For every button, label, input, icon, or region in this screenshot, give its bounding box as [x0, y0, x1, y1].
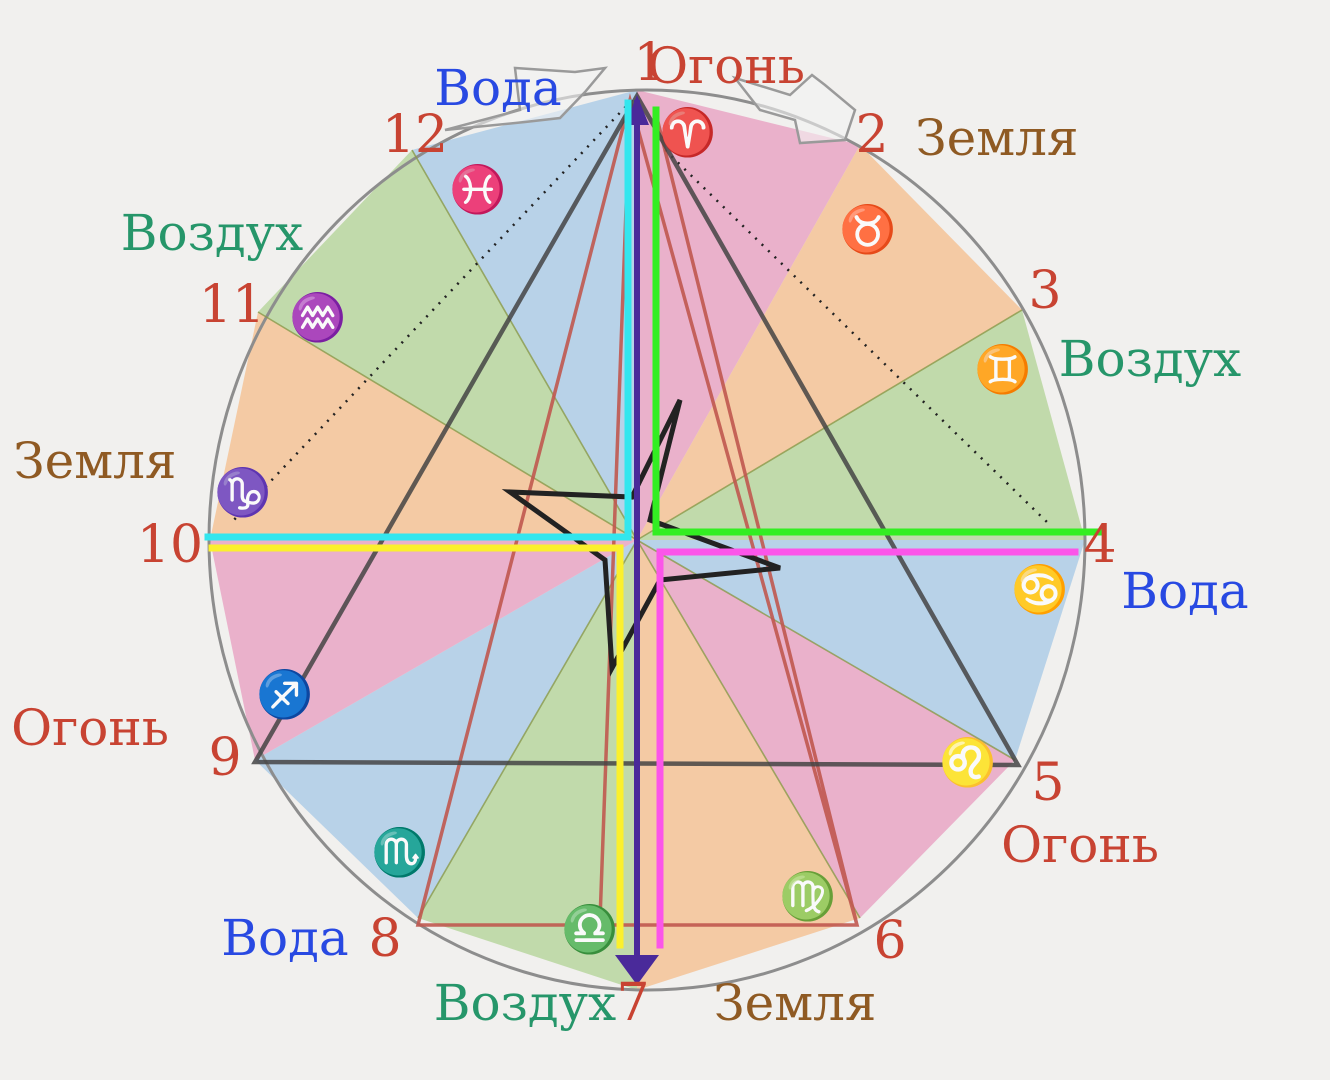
zodiac-symbols: ♈ ♉ ♊ ♋ ♌ ♍ ♎ ♏ ♐ ♑ ♒ ♓: [214, 105, 1068, 956]
magenta-line: [656, 548, 1079, 949]
element-label-6: Земля: [714, 974, 877, 1032]
zodiac-symbol-11: ♒: [289, 290, 346, 344]
sector-fire-1: [637, 90, 860, 540]
house-number-6: 6: [873, 911, 906, 971]
sector-group: [210, 90, 1085, 990]
zodiac-symbol-9: ♐: [256, 667, 313, 721]
house-number-5: 5: [1031, 753, 1064, 813]
axis-arrow-bottom: [615, 955, 659, 985]
house-number-1: 1: [633, 33, 666, 93]
element-label-2: Земля: [916, 109, 1079, 167]
quadrant-lines: [204, 99, 1106, 949]
element-label-10: Земля: [14, 432, 177, 490]
element-label-7: Воздух: [434, 974, 617, 1032]
element-label-11: Воздух: [121, 204, 304, 262]
house-number-12: 12: [382, 105, 448, 165]
yellow-line: [208, 544, 624, 949]
divider-6: [417, 539, 638, 919]
element-label-8: Вода: [221, 909, 348, 967]
house-number-4: 4: [1083, 515, 1116, 575]
house-number-10: 10: [137, 515, 203, 575]
zodiac-symbol-7: ♎: [561, 902, 618, 956]
zodiac-symbol-3: ♊: [974, 342, 1031, 396]
arrow-water-to-fire: [444, 66, 609, 132]
divider-5: [636, 539, 861, 919]
element-label-3: Воздух: [1059, 330, 1242, 388]
sector-fire-5: [637, 540, 1015, 918]
zodiac-symbol-1: ♈: [659, 105, 716, 159]
element-label-9: Огонь: [11, 699, 169, 757]
arrow-fire-to-earth: [731, 73, 857, 145]
house-number-11: 11: [199, 275, 265, 335]
element-label-4: Вода: [1121, 562, 1248, 620]
zodiac-symbol-8: ♏: [371, 825, 428, 879]
house-number-9: 9: [208, 728, 241, 788]
element-label-1: Огонь: [647, 37, 805, 95]
house-number-3: 3: [1028, 261, 1061, 321]
sector-water-8: [255, 540, 637, 918]
divider-3: [636, 309, 1023, 541]
house-number-7: 7: [616, 973, 649, 1033]
zodiac-symbol-2: ♉: [839, 202, 896, 256]
house-number-2: 2: [855, 105, 888, 165]
sector-fire-9: [210, 540, 637, 760]
zodiac-symbol-10: ♑: [214, 465, 271, 519]
element-label-5: Огонь: [1001, 816, 1159, 874]
black-star: [501, 398, 781, 677]
house-number-8: 8: [368, 909, 401, 969]
zodiac-symbol-5: ♌: [939, 735, 996, 789]
zodiac-symbol-4: ♋: [1011, 562, 1068, 616]
zodiac-symbol-6: ♍: [779, 869, 836, 923]
sector-water-12: [412, 90, 637, 540]
sector-water-4: [637, 540, 1085, 760]
zodiac-symbol-12: ♓: [449, 162, 506, 216]
cyan-line: [204, 99, 632, 541]
green-line: [652, 106, 1106, 536]
divider-1: [411, 149, 638, 541]
element-label-12: Вода: [434, 59, 561, 117]
sector-earth-2: [637, 145, 1022, 540]
